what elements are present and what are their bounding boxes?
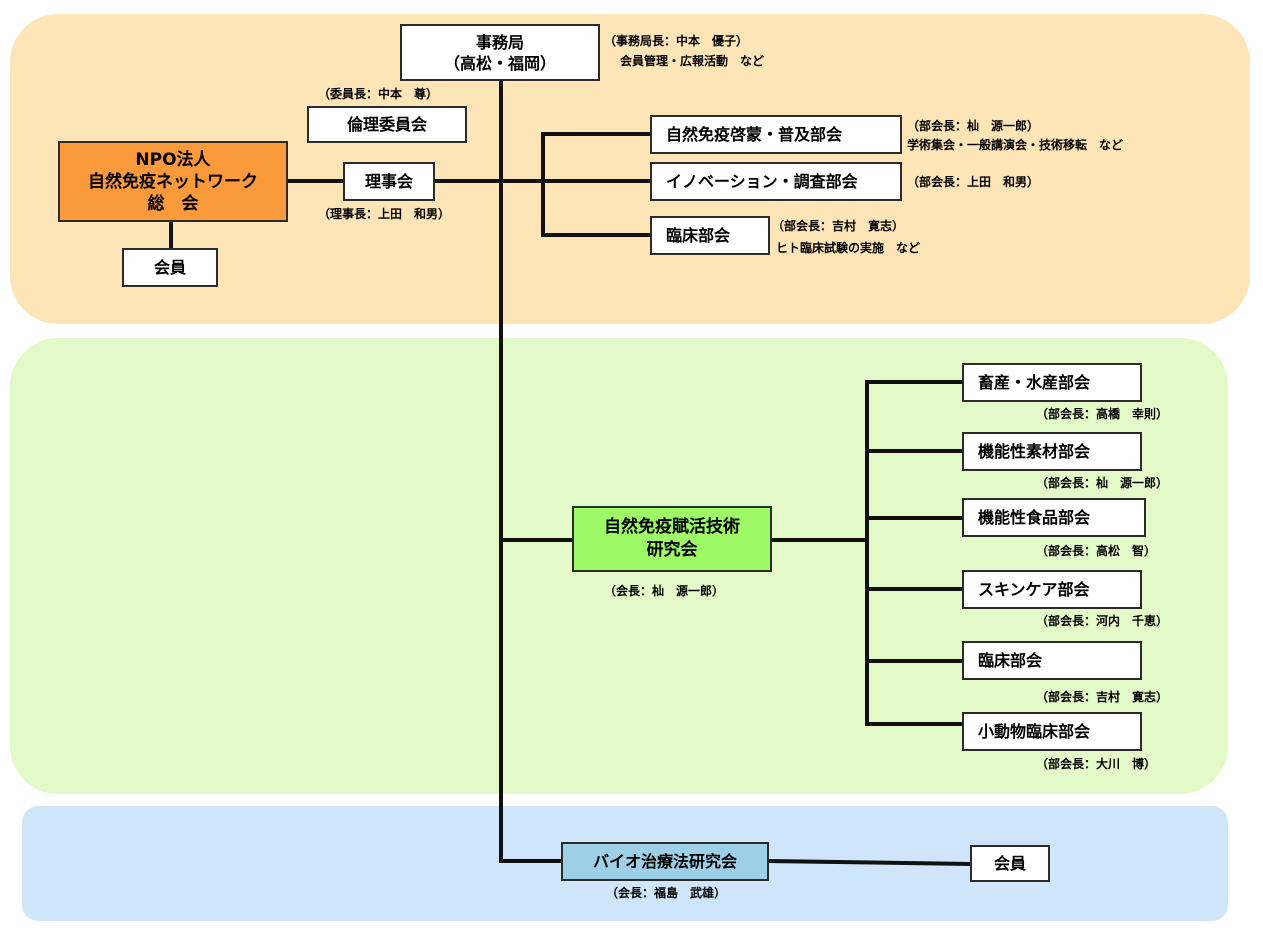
rinri-box: 倫理委員会 [307,106,467,143]
fukatsu-line-2: 研究会 [646,540,698,560]
subgroup-note-4: （部会長：河内 千恵） [1036,614,1169,628]
npo-line-1: NPO法人 [135,149,211,170]
subgroup-box-5: 臨床部会 [962,641,1142,680]
jimukyoku-title: 事務局 [475,32,524,52]
subgroup-title-4: スキンケア部会 [978,580,1090,599]
subgroup-title-6: 小動物臨床部会 [978,722,1091,741]
riji-title: 理事会 [364,172,413,191]
shizen-keimo-box: 自然免疫啓蒙・普及部会 [650,115,902,154]
subgroup-title-5: 臨床部会 [978,651,1043,670]
innovation-note: （部会長：上田 和男） [907,175,1040,189]
rinsho-top-title: 臨床部会 [666,226,731,245]
jimukyoku-note-2: 会員管理・広報活動 など [620,54,765,68]
shizen-keimo-note-1: （部会長：杣 源一郎） [907,119,1040,133]
subgroup-note-5: （部会長：吉村 寛志） [1036,690,1169,704]
subgroup-box-2: 機能性素材部会 [962,432,1142,471]
innovation-title: イノベーション・調査部会 [666,172,858,191]
fukatsu-box: 自然免疫賦活技術 研究会 [572,506,772,572]
rinsho-top-box: 臨床部会 [650,216,770,255]
kaiin-top-box: 会員 [122,248,218,287]
subgroup-title-2: 機能性素材部会 [978,442,1091,461]
rinsho-top-note-2: ヒト臨床試験の実施 など [776,241,921,255]
subgroup-box-4: スキンケア部会 [962,570,1142,609]
subgroup-note-6: （部会長：大川 博） [1036,757,1157,771]
rinri-note: （委員長：中本 尊） [318,87,439,101]
shizen-keimo-title: 自然免疫啓蒙・普及部会 [666,125,843,144]
bio-note: （会長：福島 武雄） [606,886,727,900]
fukatsu-line-1: 自然免疫賦活技術 [604,517,740,537]
rinsho-top-note-1: （部会長：吉村 寛志） [772,219,905,233]
fukatsu-note: （会長：杣 源一郎） [604,584,725,598]
subgroup-note-1: （部会長：高橋 幸則） [1036,407,1169,421]
kaiin-bottom-title: 会員 [993,854,1026,873]
npo-line-3: 総 会 [147,193,199,214]
riji-note: （理事長：上田 和男） [318,207,451,221]
innovation-box: イノベーション・調査部会 [650,162,902,201]
jimukyoku-note-1: （事務局長：中本 優子） [604,34,749,48]
subgroup-note-2: （部会長：杣 源一郎） [1036,476,1169,490]
jimukyoku-sub: （高松・福岡） [443,53,556,73]
kaiin-top-title: 会員 [153,258,186,277]
subgroup-box-3: 機能性食品部会 [962,498,1146,537]
npo-general-assembly-box: NPO法人 自然免疫ネットワーク 総 会 [58,141,288,222]
shizen-keimo-note-2: 学術集会・一般講演会・技術移転 など [907,138,1124,152]
subgroup-note-3: （部会長：高松 智） [1036,544,1157,558]
npo-line-2: 自然免疫ネットワーク [88,171,258,192]
jimukyoku-box: 事務局 （高松・福岡） [400,24,600,81]
subgroup-title-3: 機能性食品部会 [978,508,1091,527]
subgroup-box-6: 小動物臨床部会 [962,712,1142,751]
bio-box: バイオ治療法研究会 [561,842,769,881]
subgroup-title-1: 畜産・水産部会 [978,373,1091,392]
bio-title: バイオ治療法研究会 [592,852,737,871]
bio-kaiin-line [765,858,973,867]
rinri-title: 倫理委員会 [346,115,427,134]
riji-box: 理事会 [343,162,435,201]
kaiin-bottom-box: 会員 [970,845,1050,882]
subgroup-box-1: 畜産・水産部会 [962,363,1142,402]
